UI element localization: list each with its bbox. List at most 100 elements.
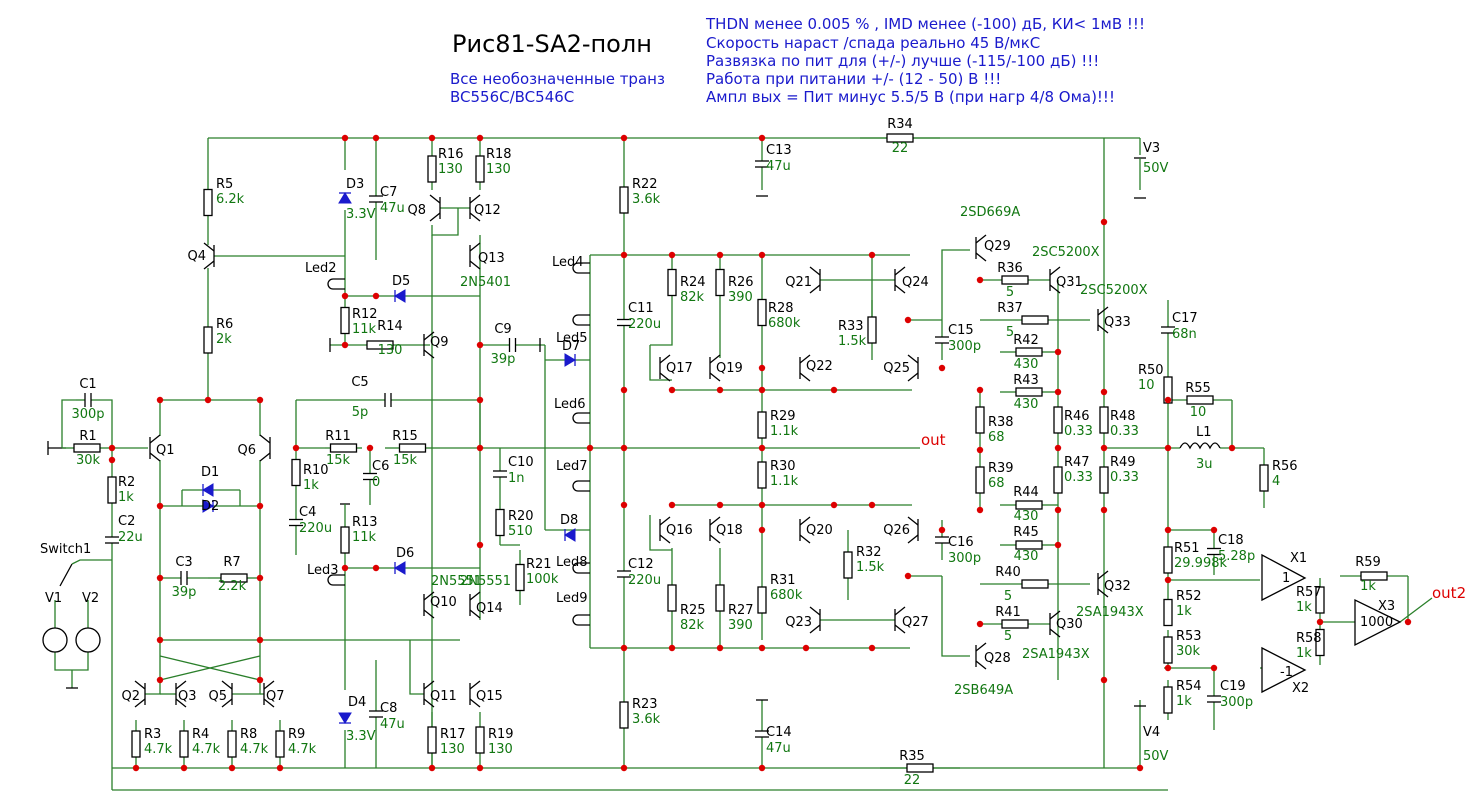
led3-led	[327, 574, 345, 586]
r39-value: 68	[988, 476, 1005, 491]
node-dot	[1210, 526, 1218, 534]
q26-ref: Q26	[883, 523, 910, 538]
r10-value: 1k	[303, 478, 319, 493]
c19-value: 300p	[1220, 695, 1253, 710]
r49-value: 0.33	[1110, 470, 1139, 485]
wire	[649, 515, 672, 551]
node-dot	[228, 764, 236, 772]
r41-value: 5	[1004, 629, 1012, 644]
node-dot	[1210, 664, 1218, 672]
node-dot	[716, 644, 724, 652]
q5-ref: Q5	[208, 689, 227, 704]
c2-ref: C2	[118, 514, 135, 529]
q1-transistor	[149, 434, 161, 462]
r51-ref: R51	[1174, 541, 1200, 556]
r54-ref: R54	[1176, 679, 1202, 694]
node-dot	[620, 386, 628, 394]
wire	[71, 559, 112, 565]
r45-ref: R45	[1013, 525, 1039, 540]
r52-resistor-body	[1163, 598, 1173, 627]
wire	[159, 399, 261, 436]
wire	[941, 576, 970, 657]
r9-resistor-body	[275, 730, 285, 758]
node-dot	[428, 134, 436, 142]
node-dot	[758, 386, 766, 394]
r21-resistor-body	[515, 563, 525, 592]
wire	[941, 249, 970, 320]
r21-value: 100k	[526, 572, 559, 587]
r49-ref: R49	[1110, 455, 1136, 470]
q25-ref: Q25	[883, 361, 910, 376]
r43-ref: R43	[1013, 373, 1039, 388]
q15-transistor	[469, 680, 481, 708]
node-dot	[366, 444, 374, 452]
r51-value: 29.998k	[1174, 556, 1227, 571]
r34-ref: R34	[887, 117, 913, 132]
r38-resistor-body	[975, 406, 985, 434]
node-dot	[1054, 348, 1062, 356]
r57-value: 1k	[1296, 600, 1312, 615]
q31-ref: Q31	[1056, 275, 1083, 290]
r15-ref: R15	[392, 429, 418, 444]
v2-pulse-source-icon	[75, 627, 101, 653]
d2-diode	[202, 499, 214, 513]
q11-transistor	[423, 680, 435, 708]
transistor-type-q10: 2N5551	[431, 574, 482, 589]
r52-value: 1k	[1176, 604, 1192, 619]
r14-value: 130	[378, 343, 403, 358]
r6-value: 2k	[216, 332, 232, 347]
r6-ref: R6	[216, 317, 233, 332]
r55-value: 10	[1190, 405, 1207, 420]
q1-ref: Q1	[156, 443, 175, 458]
r13-ref: R13	[352, 515, 378, 530]
node-dot	[1054, 388, 1062, 396]
c8-ref: C8	[380, 701, 397, 716]
q28-type: 2SB649A	[954, 683, 1013, 698]
q11-ref: Q11	[430, 689, 457, 704]
r22-value: 3.6k	[632, 192, 661, 207]
c8-value: 47u	[380, 717, 405, 732]
q27-transistor	[894, 606, 906, 634]
q6-transistor	[259, 434, 271, 462]
wire	[54, 652, 89, 671]
text-layer: Рис81-SA2-полн Все необозначенные транз …	[40, 15, 1466, 788]
r12-ref: R12	[352, 307, 378, 322]
r34-resistor-body	[886, 133, 914, 143]
node-dot	[668, 251, 676, 259]
node-dot	[476, 764, 484, 772]
r11-value: 15k	[326, 453, 351, 468]
r58-value: 1k	[1296, 646, 1312, 661]
v4-value: 50V	[1143, 749, 1169, 764]
l1-value: 3u	[1196, 457, 1213, 472]
node-dot	[1100, 506, 1108, 514]
q9-ref: Q9	[430, 335, 449, 350]
q29-transistor	[975, 234, 987, 262]
c14-ref: C14	[766, 725, 792, 740]
r16-ref: R16	[438, 147, 464, 162]
r32-value: 1.5k	[856, 560, 885, 575]
switch-lever	[59, 563, 73, 587]
node-dot	[758, 501, 766, 509]
r47-ref: R47	[1064, 455, 1090, 470]
r1-value: 30k	[76, 453, 101, 468]
r47-resistor-body	[1053, 466, 1063, 494]
r7-resistor-body	[220, 573, 248, 583]
r49-resistor-body	[1099, 466, 1109, 494]
node-dot	[1054, 506, 1062, 514]
spec-note-3: Развязка по пит для (+/-) лучше (-115/-1…	[706, 52, 1099, 70]
node-dot	[976, 620, 984, 628]
r39-ref: R39	[988, 461, 1014, 476]
r30-value: 1.1k	[770, 474, 799, 489]
c18-value: 5.28p	[1218, 549, 1255, 564]
node-dot	[341, 564, 349, 572]
v3-value: 50V	[1143, 161, 1169, 176]
r32-resistor-body	[843, 551, 853, 579]
r27-resistor-body	[715, 584, 725, 612]
r48-resistor-body	[1099, 406, 1109, 434]
node-dot	[668, 386, 676, 394]
q33-ref: Q33	[1104, 315, 1131, 330]
node-dot	[1054, 444, 1062, 452]
r29-ref: R29	[770, 409, 796, 424]
q14-transistor	[469, 591, 481, 619]
q2-transistor	[134, 680, 146, 708]
